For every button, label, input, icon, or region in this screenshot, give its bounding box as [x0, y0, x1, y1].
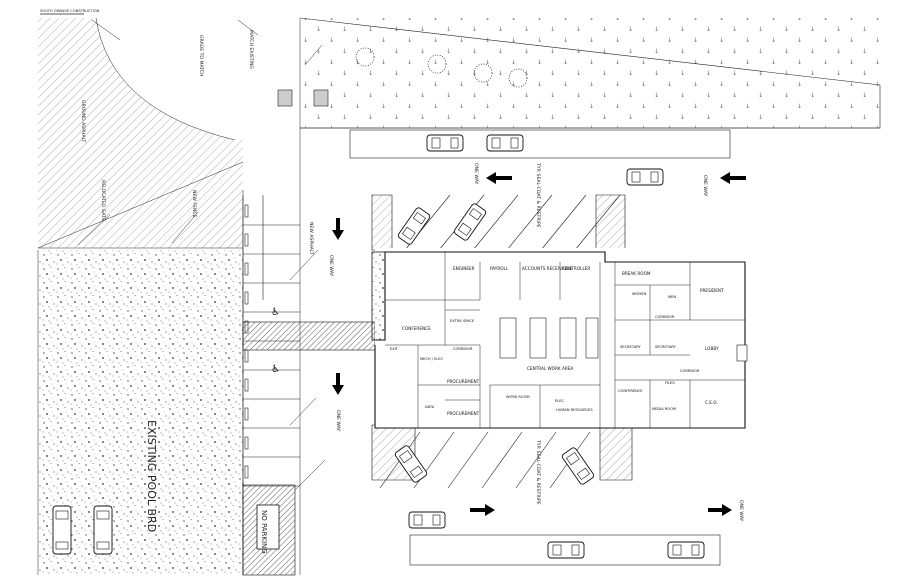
seal-coat-note: TYP. SEAL-COAT & RESTRIPE: [535, 162, 541, 228]
room-corridor: CORRIDOR: [453, 347, 473, 351]
tree-icon: [355, 47, 528, 88]
car-icon: [52, 505, 72, 555]
room-men: MEN: [668, 295, 676, 299]
vehicles: [52, 134, 705, 559]
wheel-stop: [244, 349, 249, 363]
one-way-label: ONE WAY: [335, 410, 341, 431]
room-engineer: ENGINEER: [453, 266, 475, 271]
room-elec: ELEC: [555, 399, 565, 403]
wheel-stop: [244, 204, 249, 218]
workstation-desks: [499, 317, 599, 359]
landscape-strip: [299, 17, 881, 129]
room-payroll: PAYROLL: [490, 266, 509, 271]
room-controller: CONTROLLER: [562, 266, 590, 271]
no-parking-zone: NO PARKING: [242, 484, 296, 576]
room-secretary-2: SECRETARY: [655, 345, 676, 349]
site-notes: ONE WAY ONE WAY ONE WAY ONE WAY ONE WAY …: [80, 30, 744, 521]
car-icon: [486, 134, 524, 152]
room-secretary-1: SECRETARY: [620, 345, 641, 349]
svg-text:♿: ♿: [271, 364, 280, 375]
building: [371, 248, 750, 429]
stall-line: [447, 431, 489, 489]
one-way-label: ONE WAY: [328, 255, 334, 276]
car-icon: [426, 134, 464, 152]
bollard-icon: [313, 89, 329, 107]
car-icon: [626, 168, 664, 186]
svg-text:♿: ♿: [271, 307, 280, 318]
wheel-stop: [244, 291, 249, 305]
car-icon: [667, 541, 705, 559]
wheel-stop: [244, 378, 249, 392]
room-procurement-1: PROCUREMENT: [447, 379, 480, 384]
room-central: CENTRAL WORK AREA: [527, 366, 573, 371]
room-break: BREAK ROOM: [622, 271, 651, 276]
parking-stalls-top: [404, 194, 621, 251]
car-icon: [93, 505, 113, 555]
stall-line: [506, 194, 553, 251]
car-icon: [547, 541, 585, 559]
existing-pool-label: EXISTING POOL BRD: [145, 420, 158, 532]
room-mech: MECH / ELEC: [420, 357, 444, 361]
grade-note: GRADE TO MATCH: [198, 35, 204, 76]
room-labels: ENGINEER PAYROLL ACCOUNTS RECEIVABLE CON…: [390, 266, 724, 416]
stall-line: [481, 431, 523, 489]
stall-line: [515, 431, 557, 489]
room-media: MEDIA ROOM: [652, 407, 676, 411]
stall-line: [540, 194, 587, 251]
one-way-label: ONE WAY: [473, 163, 479, 184]
room-conference-2: CONFERENCE: [618, 389, 643, 393]
arrow-left-icon: [486, 172, 512, 184]
new-fence-label: NEW FENCE: [191, 190, 197, 218]
car-icon: [394, 445, 428, 483]
room-ceo: C.E.O.: [705, 400, 718, 405]
no-parking-label: NO PARKING: [260, 510, 268, 554]
room-hr: HUMAN RESOURCES: [556, 408, 593, 412]
room-women: WOMEN: [632, 292, 647, 296]
car-icon: [408, 511, 446, 529]
arrow-left-icon: [720, 172, 746, 184]
bollard-icon: [277, 89, 293, 107]
car-icon: [561, 447, 595, 485]
room-exit: EXIT: [390, 347, 399, 351]
ground-asphalt-area: [37, 17, 300, 249]
wheel-stop: [244, 465, 249, 479]
existing-pool-area: EXISTING POOL BRD: [37, 190, 244, 575]
stall-line: [472, 194, 519, 251]
one-way-label: ONE WAY: [738, 500, 744, 521]
room-conference: CONFERENCE: [402, 326, 431, 331]
room-work: WORK ROOM: [506, 395, 530, 399]
wheel-stop: [244, 436, 249, 450]
room-accounts: ACCOUNTS RECEIVABLE: [522, 266, 573, 271]
room-data: DATA: [425, 405, 435, 409]
title-block-text: SOUTH ORANGE CONSTRUCTION: [40, 9, 100, 13]
car-icon: [397, 207, 431, 245]
wheel-stop: [244, 233, 249, 247]
arrow-right-icon: [470, 504, 495, 516]
room-president: PRESIDENT: [700, 288, 724, 293]
room-lobby: LOBBY: [705, 346, 719, 351]
room-corridor-3: CORRIDOR: [655, 315, 675, 319]
arrow-down-icon: [332, 218, 344, 240]
wheel-stop: [244, 262, 249, 276]
accessible-parking-icon: ♿ ♿: [271, 307, 280, 375]
relocated-gate-label: RELOCATED GATE: [100, 180, 106, 221]
seal-coat-note: TYP. SEAL-COAT & RESTRIPE: [535, 439, 541, 505]
leader-lines: [77, 19, 326, 491]
wheel-stop: [244, 407, 249, 421]
room-procurement-2: PROCUREMENT: [447, 411, 480, 416]
new-asphalt-label: NEW ASPHALT: [308, 222, 314, 255]
room-corridor-2: CORRIDOR: [680, 369, 700, 373]
entry-steps: [736, 344, 748, 362]
one-way-label: ONE WAY: [702, 175, 708, 196]
room-files: FILES: [665, 381, 675, 385]
car-icon: [453, 203, 487, 241]
match-existing-note: MATCH EXISTING: [248, 30, 254, 69]
arrow-down-icon: [332, 373, 344, 395]
room-extra: EXTRA SPACE: [450, 319, 475, 323]
ground-asphalt-label: GROUND ASPHALT: [80, 100, 86, 143]
one-way-arrows: [332, 172, 746, 516]
title-block: SOUTH ORANGE CONSTRUCTION: [40, 9, 100, 15]
arrow-right-icon: [708, 504, 732, 516]
